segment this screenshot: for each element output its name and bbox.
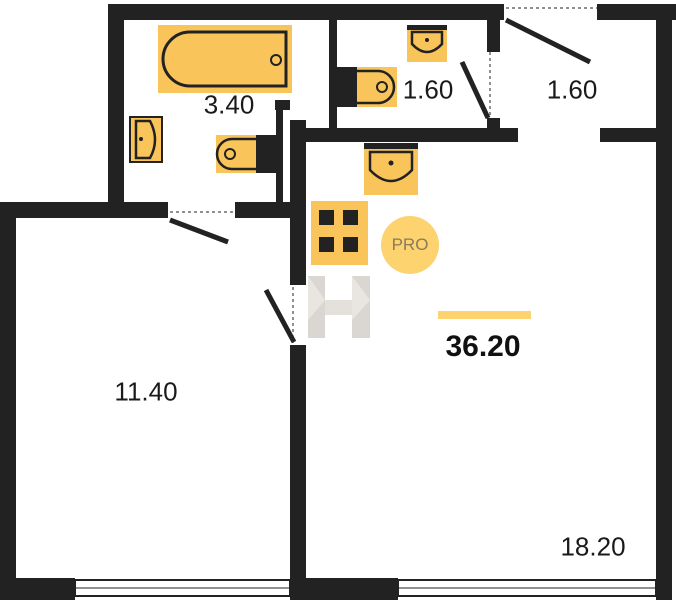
toilet-icon [215, 135, 276, 173]
sink-icon [407, 25, 447, 62]
walls [0, 4, 676, 600]
area-underline [438, 311, 531, 319]
total-area: 36.20 [445, 330, 521, 363]
stove-icon [311, 201, 368, 265]
living-area: 18.20 [560, 531, 626, 562]
doors [169, 7, 597, 344]
pro-badge: PRO [381, 216, 439, 274]
bathtub-icon [158, 25, 292, 93]
kitchen-sink-icon [364, 143, 418, 195]
bedroom-area: 11.40 [114, 376, 178, 407]
hall-area: 1.60 [546, 74, 598, 105]
watermark-logo [308, 276, 370, 338]
wc-area: 1.60 [402, 74, 454, 105]
bathroom-area: 3.40 [203, 89, 255, 120]
sink-icon [129, 116, 163, 163]
windows [74, 579, 657, 597]
toilet-icon [337, 67, 397, 107]
